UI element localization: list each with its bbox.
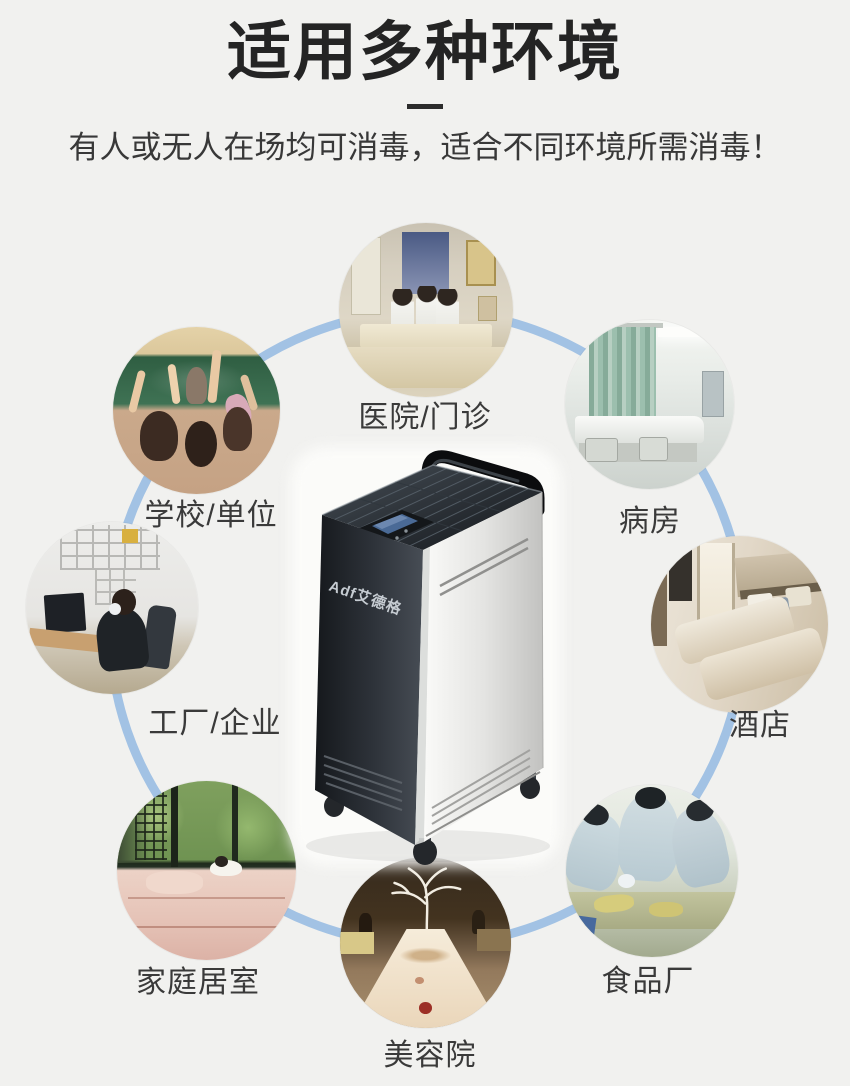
- env-photo-school: [113, 327, 280, 494]
- scene-detail: [134, 791, 168, 860]
- scene-detail: [213, 795, 282, 860]
- scene-detail: [476, 928, 511, 952]
- env-label-school: 学校/单位: [144, 499, 278, 532]
- env-photo-factory: [26, 522, 198, 694]
- scene-detail: [186, 367, 207, 404]
- title-divider: [407, 104, 443, 110]
- machine-right-slats: [425, 749, 541, 837]
- scene-detail: [122, 528, 138, 543]
- scene-detail: [415, 285, 439, 328]
- env-photo-ward: [565, 320, 734, 489]
- scene-detail: [436, 289, 460, 331]
- scene-detail: [471, 910, 486, 934]
- machine-back-edge: [541, 491, 544, 769]
- page-subtitle: 有人或无人在场均可消毒，适合不同环境所需消毒！: [68, 130, 782, 166]
- env-label-hotel: 酒店: [729, 709, 791, 742]
- scene-detail: [231, 781, 238, 867]
- scene-detail: [657, 326, 709, 337]
- env-photo-food: [566, 785, 738, 957]
- scene-detail: [340, 932, 375, 955]
- machine-top-edge: [321, 464, 543, 516]
- machine-front-edge: [415, 547, 430, 845]
- scene-detail: [651, 536, 667, 646]
- env-photo-home: [117, 781, 296, 960]
- scene-detail: [358, 913, 373, 936]
- scene-detail: [394, 945, 457, 965]
- scene-detail: [215, 856, 228, 867]
- scene-detail: [223, 407, 252, 451]
- scene-detail: [581, 323, 663, 329]
- scene-detail: [60, 525, 161, 571]
- env-label-food: 食品厂: [601, 965, 695, 998]
- header: 适用多种环境 有人或无人在场均可消毒，适合不同环境所需消毒！: [0, 0, 850, 167]
- page-title: 适用多种环境: [227, 16, 623, 88]
- scene-detail: [93, 605, 150, 673]
- disinfection-machine-illustration: Adf艾德格: [306, 450, 550, 865]
- scene-detail: [418, 1002, 433, 1015]
- scene-detail: [345, 346, 507, 389]
- scene-detail: [415, 976, 424, 984]
- scene-detail: [566, 913, 597, 956]
- scene-detail: [668, 548, 692, 602]
- scene-detail: [465, 240, 496, 287]
- env-label-beauty: 美容院: [383, 1039, 477, 1072]
- scene-detail: [127, 370, 147, 415]
- scene-detail: [648, 901, 683, 918]
- scene-detail: [43, 592, 86, 634]
- env-label-factory: 工厂/企业: [148, 707, 282, 740]
- env-photo-hotel: [651, 536, 828, 713]
- scene-detail: [617, 874, 635, 889]
- scene-detail: [588, 326, 657, 429]
- scene-detail: [108, 602, 121, 615]
- env-photo-beauty: [340, 857, 511, 1028]
- env-photo-hospital: [339, 223, 513, 397]
- scene-detail: [639, 436, 669, 461]
- env-label-ward: 病房: [619, 505, 681, 538]
- scene-detail: [139, 410, 179, 461]
- scene-detail: [351, 236, 381, 316]
- machine-left-panel: [315, 515, 423, 845]
- scene-detail: [634, 786, 666, 810]
- scene-detail: [145, 870, 203, 894]
- machine-right-vents: [439, 537, 529, 597]
- env-label-hospital: 医院/门诊: [358, 401, 492, 434]
- scene-detail: [697, 543, 735, 621]
- scene-detail: [170, 781, 178, 867]
- scene-detail: [134, 925, 286, 928]
- scene-detail: [359, 323, 493, 349]
- scene-detail: [391, 289, 414, 331]
- scene-detail: [127, 897, 286, 900]
- scene-detail: [184, 420, 217, 468]
- scene-detail: [701, 370, 724, 417]
- machine-left-vents: [323, 755, 403, 811]
- scene-detail: [477, 296, 498, 321]
- env-label-home: 家庭居室: [136, 966, 260, 999]
- scene-detail: [401, 231, 449, 295]
- scene-detail: [585, 438, 618, 463]
